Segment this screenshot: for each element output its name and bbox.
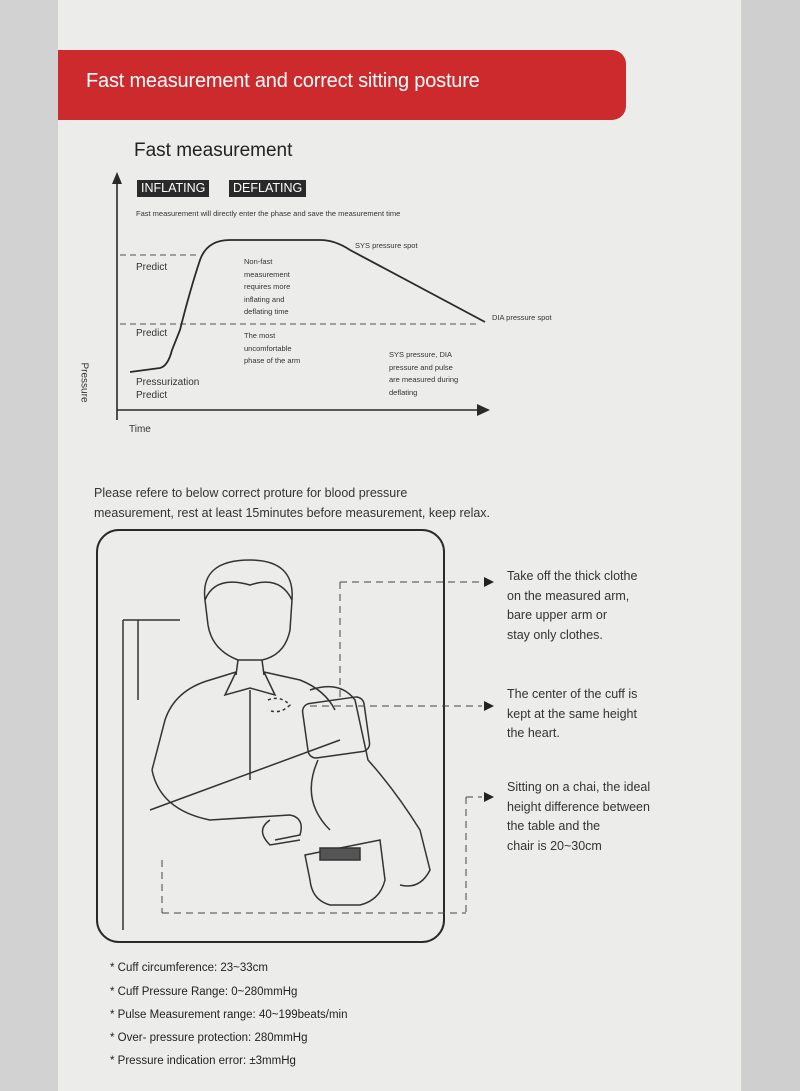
deflating-note-line: deflating (389, 387, 418, 397)
chair-back (122, 619, 180, 930)
nonfast-note-line: requires more (244, 282, 291, 291)
callout-line: the table and the (507, 819, 601, 833)
pressurization-label: Pressurization (136, 377, 200, 388)
predict-label-top: Predict (136, 262, 168, 273)
uncomfortable-note-line: uncomfortable (244, 343, 292, 353)
header-banner (58, 50, 626, 120)
spec-item: * Cuff circumference: 23~33cm (110, 962, 268, 974)
deflating-note-line: pressure and pulse (389, 362, 453, 372)
dia-spot-label: DIA pressure spot (492, 313, 552, 322)
arm-and-cuff (301, 685, 431, 887)
table (149, 739, 341, 811)
diagram-title: Fast measurement (134, 140, 293, 161)
spec-item: * Over- pressure protection: 280mmHg (110, 1032, 308, 1044)
page-title: Fast measurement and correct sitting pos… (86, 70, 480, 92)
y-axis-arrow (112, 172, 122, 184)
nonfast-note-line: measurement (244, 269, 290, 279)
guide-lines (161, 581, 482, 914)
person-head (203, 559, 293, 676)
sys-spot-label: SYS pressure spot (355, 241, 418, 250)
inflating-tag: INFLATING (137, 180, 210, 197)
illustration-frame (96, 529, 445, 943)
callout-table-height: Sitting on a chai, the ideal height diff… (507, 778, 677, 856)
intro-note: Fast measurement will directly enter the… (136, 209, 401, 218)
callout-cuff-height: The center of the cuff is kept at the sa… (507, 685, 677, 744)
nonfast-note-line: deflating time (244, 307, 289, 316)
callout-line: The center of the cuff is (507, 687, 638, 701)
callout-clothing: Take off the thick clothe on the measure… (507, 567, 677, 645)
callout-line: on the measured arm, (507, 588, 630, 603)
uncomfortable-note-line: The most (244, 331, 276, 340)
callout-line: Take off the thick clothe (507, 569, 638, 583)
nonfast-note: Non-fast measurement requires more infla… (244, 256, 290, 319)
x-axis-arrow (477, 404, 490, 416)
background-left-edge (0, 0, 58, 1091)
callout-line: the heart. (507, 726, 560, 740)
predict-label-mid: Predict (136, 328, 168, 339)
spec-item: * Pulse Measurement range: 40~199beats/m… (110, 1009, 348, 1021)
bp-monitor (304, 839, 386, 906)
callout-line: kept at the same height (507, 706, 637, 721)
person-torso (151, 671, 336, 780)
pressurization-predict-label: Predict (136, 390, 168, 401)
nonfast-note-line: Non-fast (244, 257, 273, 266)
callout-arrow-2 (484, 701, 494, 711)
callout-line: chair is 20~30cm (507, 838, 602, 853)
spec-item: * Pressure indication error: ±3mmHg (110, 1055, 296, 1067)
nonfast-note-line: inflating and (244, 294, 285, 304)
callout-line: bare upper arm or (507, 608, 608, 622)
pressure-curve (129, 239, 486, 373)
deflating-note-line: SYS pressure, DIA (389, 350, 452, 359)
uncomfortable-note: The most uncomfortable phase of the arm (244, 330, 300, 368)
uncomfortable-note-line: phase of the arm (244, 356, 301, 365)
deflating-tag: DEFLATING (229, 180, 307, 197)
callout-line: height difference between (507, 799, 650, 814)
resting-arm (151, 769, 302, 846)
spec-item: * Cuff Pressure Range: 0~280mmHg (110, 986, 298, 998)
callout-line: stay only clothes. (507, 627, 603, 642)
deflating-note-line: are measured during (389, 375, 459, 384)
callout-arrow-3 (484, 792, 494, 802)
posture-intro-line: Please refere to below correct proture f… (94, 486, 408, 500)
background-right-edge (741, 0, 800, 1091)
posture-intro: Please refere to below correct proture f… (94, 483, 564, 523)
callout-arrow-1 (484, 577, 494, 587)
posture-intro-line: measurement, rest at least 15minutes bef… (94, 506, 491, 520)
callout-line: Sitting on a chai, the ideal (507, 780, 651, 794)
x-axis-label: Time (129, 424, 151, 435)
deflating-note: SYS pressure, DIA pressure and pulse are… (389, 349, 458, 399)
